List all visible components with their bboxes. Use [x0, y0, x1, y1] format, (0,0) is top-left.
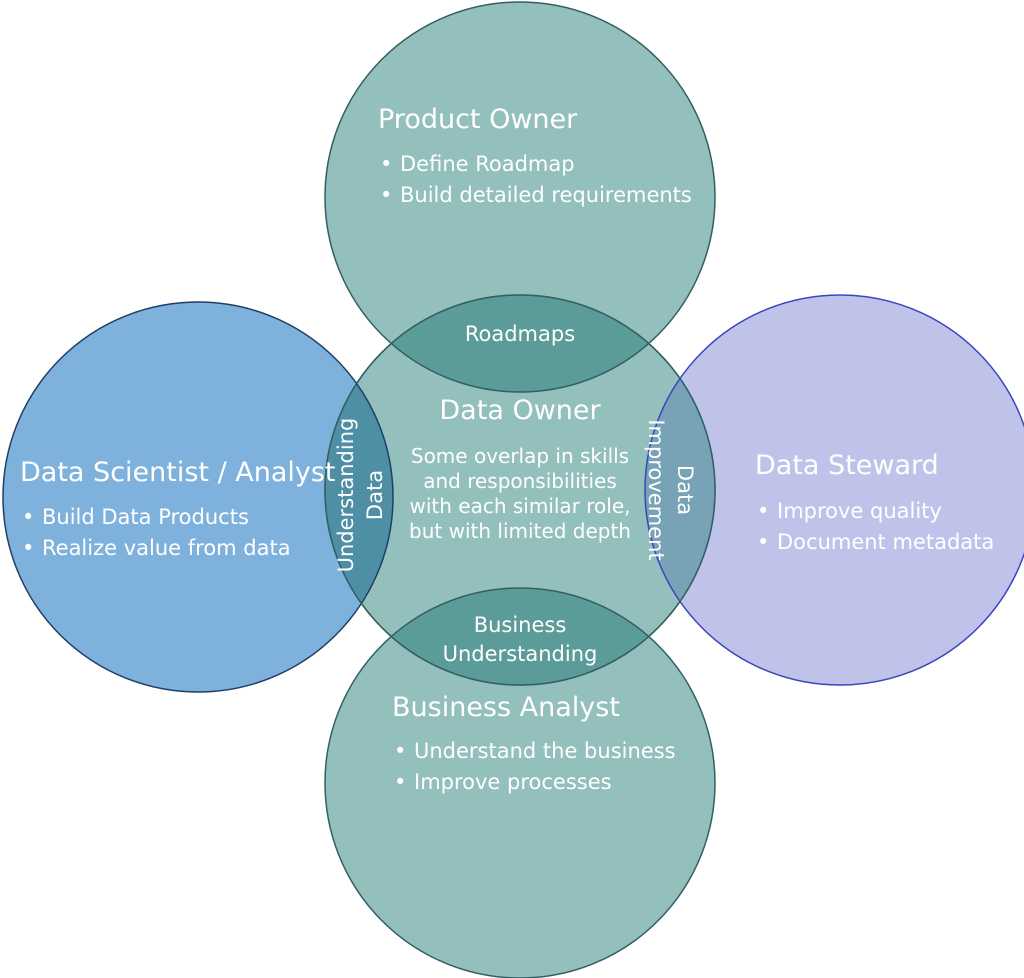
- data-owner-description-line-4: but with limited depth: [409, 519, 631, 543]
- data-steward-bullet-1: Improve quality: [757, 496, 942, 527]
- business-analyst-bullet-1: Understand the business: [394, 736, 676, 767]
- data-understanding-line-1: Understanding: [334, 417, 358, 573]
- data-scientist-title: Data Scientist / Analyst: [20, 457, 336, 488]
- data-owner-description-line-3: with each similar role,: [409, 494, 631, 518]
- data-scientist-bullet-2: Realize value from data: [22, 533, 291, 564]
- roadmaps-overlap: [325, 295, 715, 393]
- data-improvement-line-1: Data: [673, 464, 697, 516]
- business-analyst-bullet-2: Improve processes: [394, 767, 612, 798]
- data-owner-title: Data Owner: [439, 395, 601, 426]
- data-understanding-label: Understanding Data: [332, 415, 392, 575]
- business-analyst-title: Business Analyst: [392, 692, 620, 723]
- product-owner-title: Product Owner: [378, 104, 578, 135]
- data-steward-title: Data Steward: [755, 450, 939, 481]
- data-steward-bullet-2: Document metadata: [757, 527, 994, 558]
- product-owner-bullet-2: Build detailed requirements: [380, 180, 692, 211]
- data-understanding-overlap: [325, 301, 394, 685]
- data-scientist-bullet-1: Build Data Products: [22, 502, 249, 533]
- business-understanding-line-1: Business: [473, 613, 567, 637]
- business-understanding-line-2: Understanding: [442, 642, 598, 666]
- data-improvement-overlap: [644, 295, 715, 685]
- business-understanding-overlap: [325, 587, 715, 685]
- product-owner-bullet-1: Define Roadmap: [380, 149, 575, 180]
- business-understanding-label: Business Understanding: [420, 611, 620, 669]
- data-understanding-line-2: Data: [363, 469, 387, 521]
- data-improvement-line-2: Improvement: [644, 419, 668, 561]
- roadmaps-label: Roadmaps: [464, 322, 576, 346]
- data-improvement-label: Data Improvement: [639, 410, 699, 570]
- data-owner-description-line-2: and responsibilities: [423, 469, 617, 493]
- data-owner-description-line-1: Some overlap in skills: [410, 444, 630, 468]
- data-owner-description: Some overlap in skills and responsibilit…: [402, 444, 638, 544]
